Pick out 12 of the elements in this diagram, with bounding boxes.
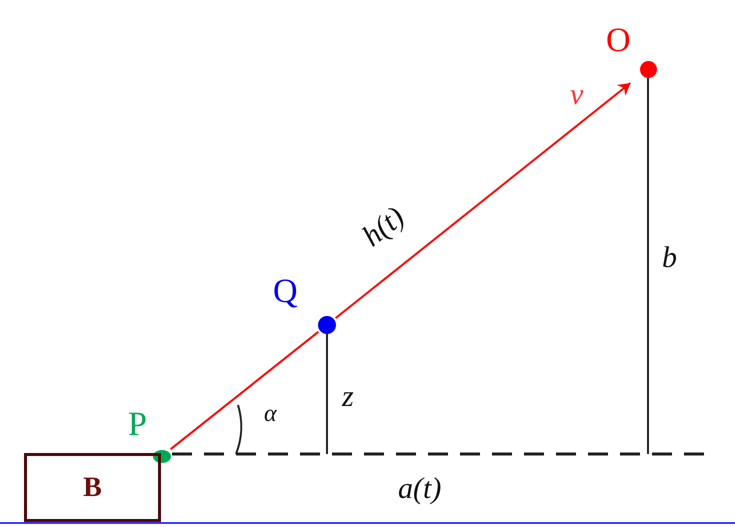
edge-label: h(t) bbox=[357, 202, 410, 252]
point-label: Q bbox=[273, 275, 298, 309]
quantity-label: v bbox=[570, 80, 584, 110]
arrow bbox=[334, 82, 632, 319]
point-label: P bbox=[128, 408, 147, 442]
block-rectangle: B bbox=[24, 453, 161, 522]
quantity-label: z bbox=[342, 382, 354, 412]
line bbox=[170, 331, 319, 450]
quantity-label: b bbox=[662, 243, 677, 273]
quantity-label: a(t) bbox=[398, 474, 442, 504]
point-label: O bbox=[606, 24, 631, 58]
angle-label: α bbox=[264, 402, 277, 426]
